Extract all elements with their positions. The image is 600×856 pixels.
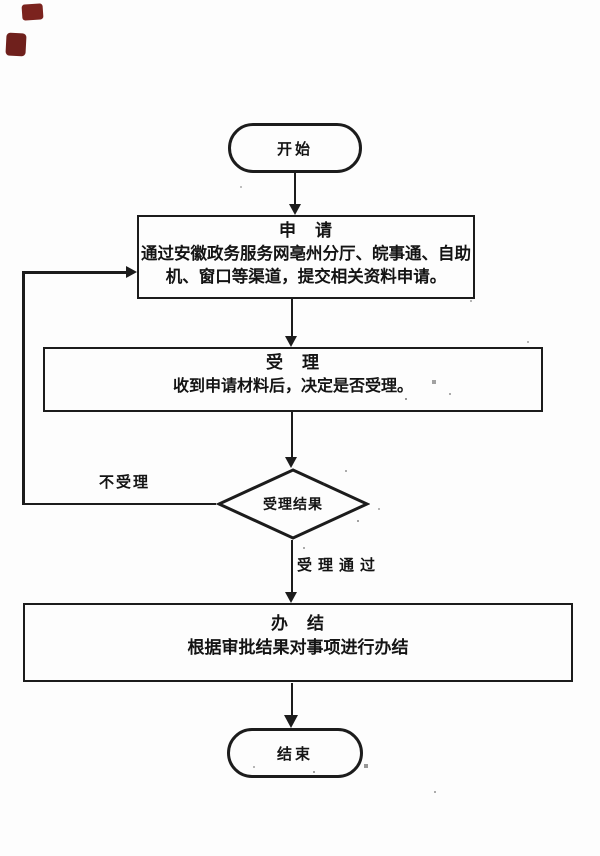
apply-node: 申 请 通过安徽政务服务网亳州分厅、皖事通、自助机、窗口等渠道，提交相关资料申请… <box>137 215 475 299</box>
complete-node-title: 办 结 <box>271 614 325 633</box>
connector-apply-accept <box>291 299 293 337</box>
complete-node: 办 结 根据审批结果对事项进行办结 <box>23 603 573 682</box>
decision-node: 受理结果 <box>215 468 371 540</box>
accept-node-title: 受 理 <box>266 353 320 372</box>
complete-node-body: 根据审批结果对事项进行办结 <box>187 638 409 657</box>
apply-node-title: 申 请 <box>279 221 333 240</box>
arrow-down-icon <box>289 204 301 215</box>
start-node-label: 开始 <box>276 140 313 158</box>
end-node: 结束 <box>227 728 363 778</box>
reject-edge-label: 不受理 <box>99 474 151 491</box>
pass-edge-label: 受理通过 <box>297 557 382 574</box>
scan-noise-speckle <box>0 0 2 2</box>
end-node-label: 结束 <box>276 745 313 763</box>
accept-node: 受 理 收到申请材料后，决定是否受理。 <box>43 347 543 412</box>
arrow-right-icon <box>126 266 137 278</box>
red-stamp-mark-top <box>21 3 44 21</box>
arrow-down-icon <box>285 592 297 603</box>
connector-complete-end <box>291 683 293 718</box>
red-stamp-mark-bottom <box>5 32 27 57</box>
start-node: 开始 <box>228 123 362 173</box>
connector-accept-decision <box>291 412 293 458</box>
connector-start-apply <box>294 173 296 206</box>
decision-diamond-shape <box>215 468 371 540</box>
arrow-down-icon <box>284 715 298 728</box>
connector-decision-complete <box>291 540 293 594</box>
decision-node-label: 受理结果 <box>263 496 323 512</box>
arrow-down-icon <box>285 336 297 347</box>
accept-node-body: 收到申请材料后，决定是否受理。 <box>172 378 413 395</box>
connector-reject-horizontal <box>24 503 216 505</box>
arrow-down-icon <box>285 457 297 468</box>
connector-reject-return <box>22 271 126 274</box>
connector-reject-vertical <box>22 271 25 505</box>
apply-node-body: 通过安徽政务服务网亳州分厅、皖事通、自助机、窗口等渠道，提交相关资料申请。 <box>141 245 471 286</box>
